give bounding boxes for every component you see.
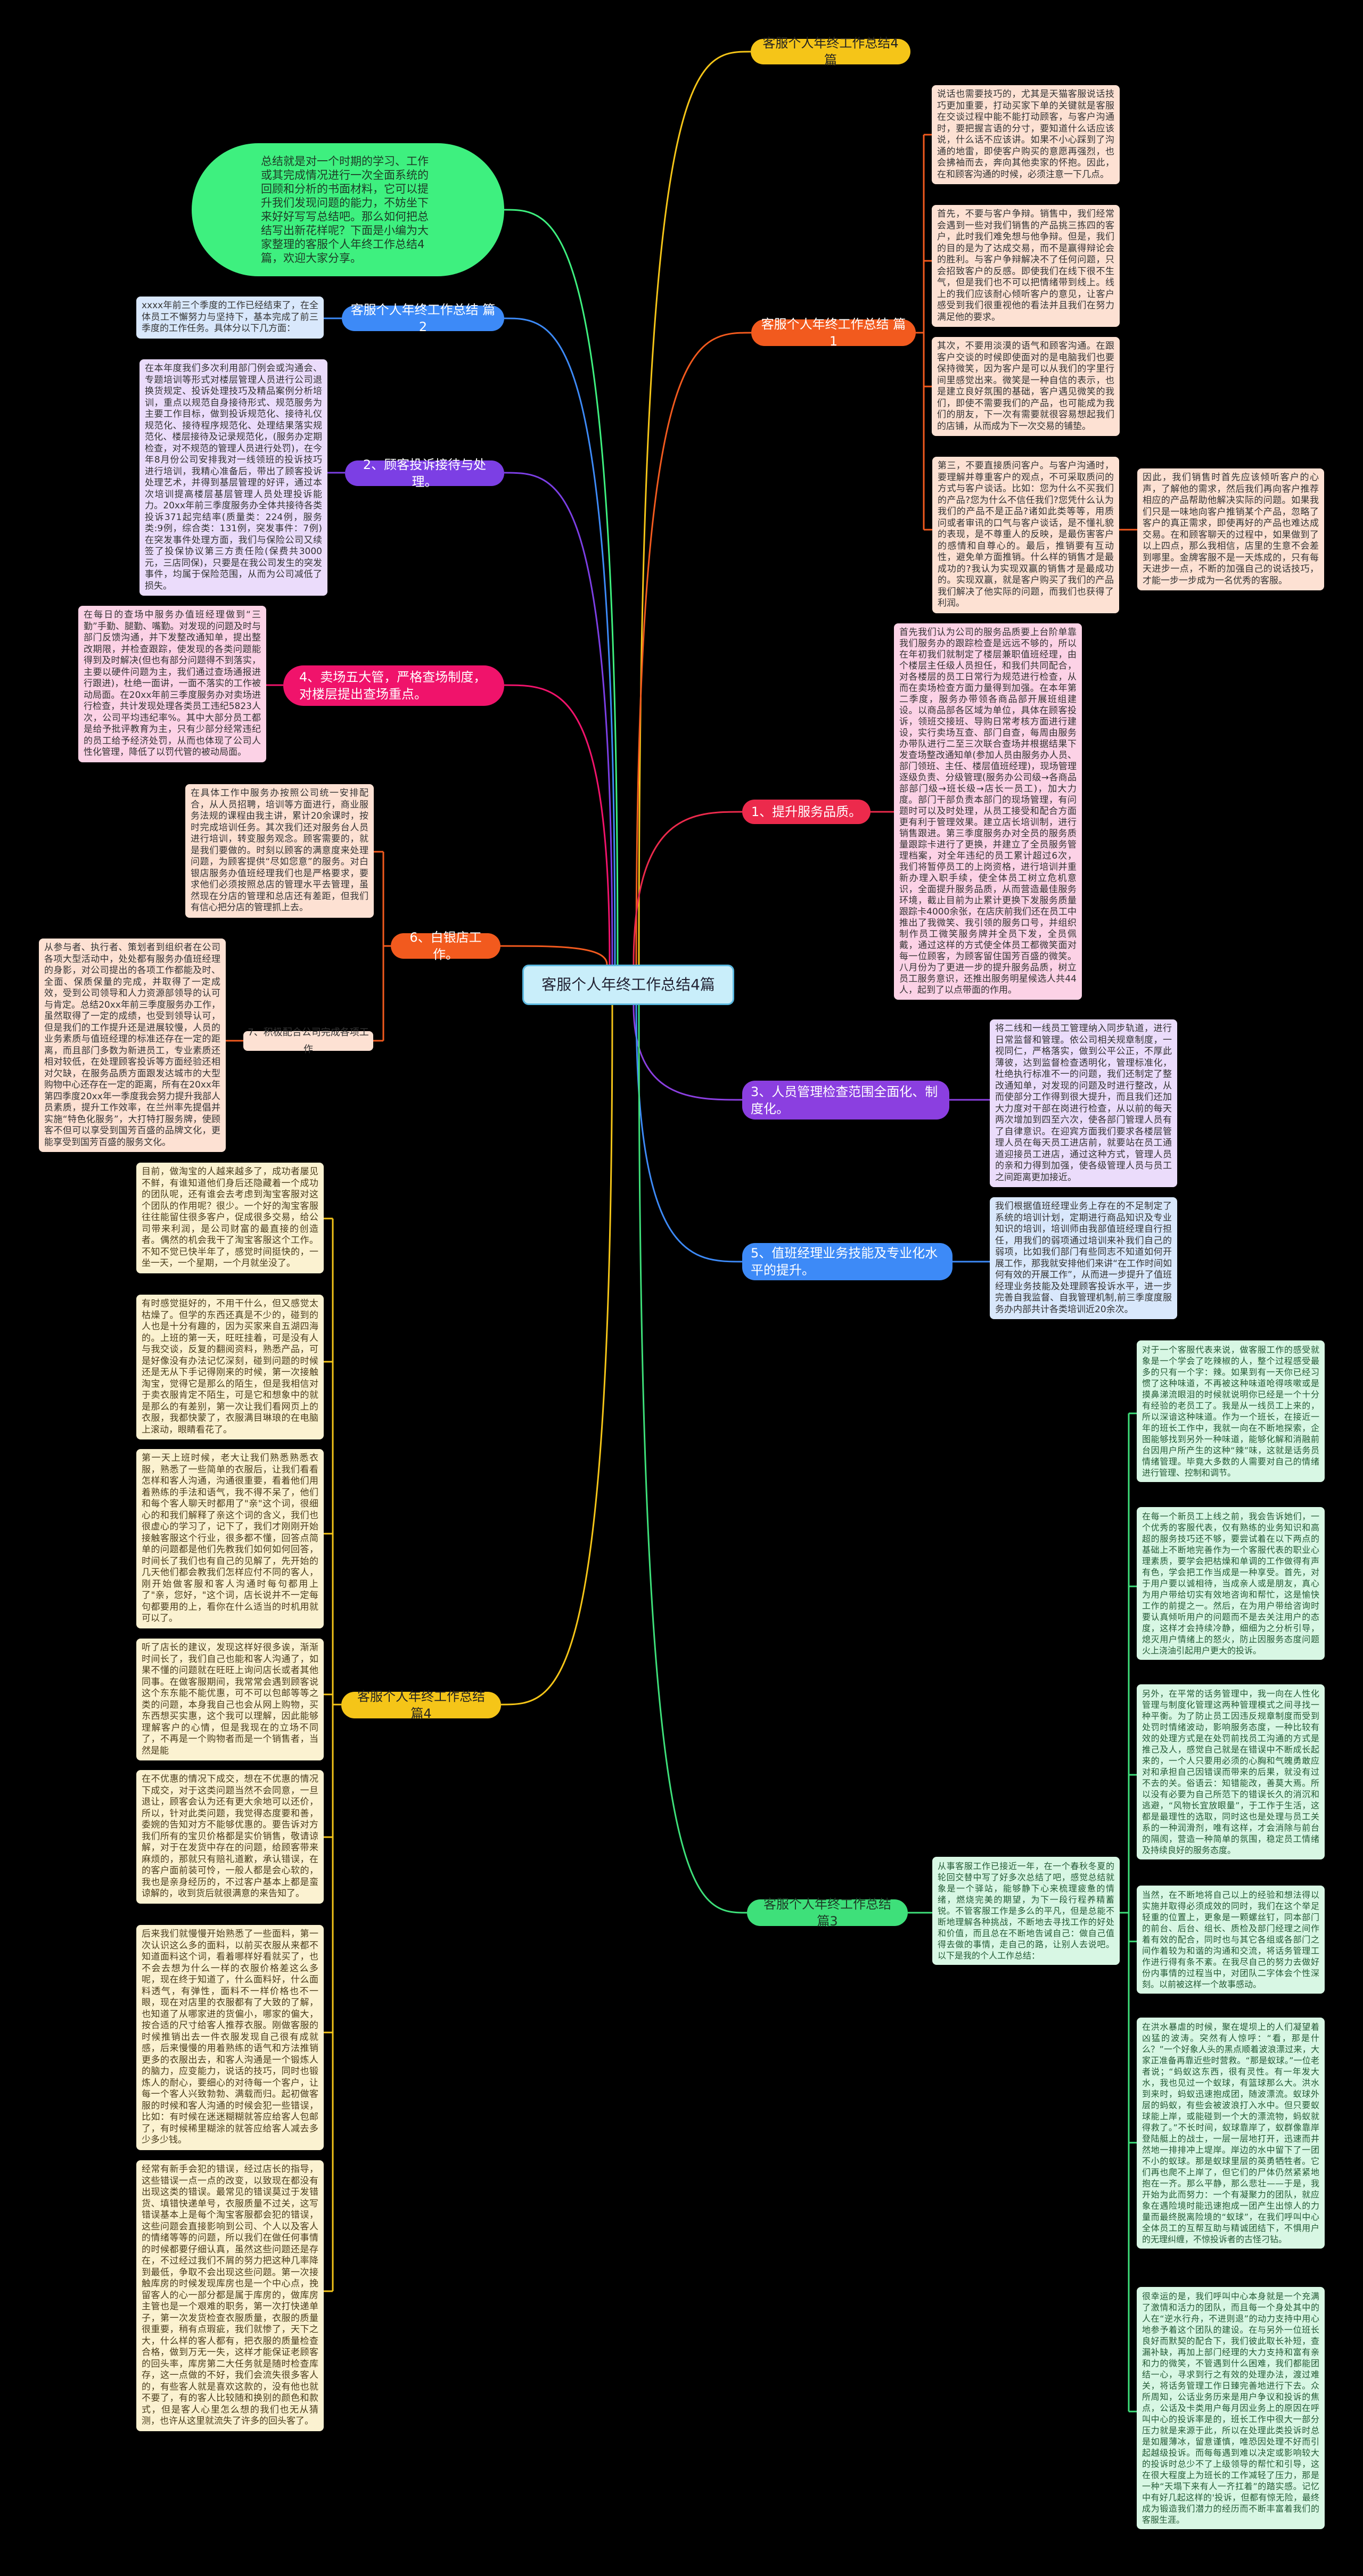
links-s6-children xyxy=(226,851,391,1042)
s6-text: 在具体工作中服务办按照公司统一安排配合，从人员招聘，培训等方面进行，商业服务法规… xyxy=(185,784,374,918)
link-root-s3 xyxy=(633,1005,743,1101)
intro-bubble[interactable]: 总结就是对一个时期的学习、工作或其完成情况进行一次全面系统的回顾和分析的书面材料… xyxy=(192,143,504,276)
link-root-s4 xyxy=(504,684,611,965)
branch-s7[interactable]: 7、积极配合公司完成各项工作 xyxy=(243,1027,373,1055)
links-p3-children xyxy=(908,1412,1137,2413)
p3-item-4: 当然，在不断地将自己以上的经验和想法得以实施并取得必须成效的同时，我们在这个举足… xyxy=(1137,1886,1325,1994)
links-p4-children xyxy=(324,1217,341,2292)
p4-item-1: 目前，做淘宝的人越来越多了，成功者屡见不鲜，有谁知道他们身后还隐藏着一个成功的团… xyxy=(136,1163,324,1273)
root-node[interactable]: 客服个人年终工作总结4篇 xyxy=(522,965,734,1005)
p1-item-3: 其次，不要用淡漠的语气和顾客沟通。在跟客户交谈的时候即使面对的是电脑我们也要保持… xyxy=(932,337,1120,436)
link-root-intro xyxy=(504,209,619,965)
branch-s1[interactable]: 1、提升服务品质。 xyxy=(742,800,871,824)
p1-item-5: 因此，我们销售时首先应该倾听客户的心声，了解他的需求，然后我们再向客户推荐相应的… xyxy=(1137,468,1324,590)
p4-item-5: 在不优惠的情况下成交，想在不优惠的情况下成交，对于这类问题当然不会同意，一旦退让… xyxy=(136,1770,324,1904)
branch-title-top[interactable]: 客服个人年终工作总结4篇 xyxy=(751,36,910,68)
p4-item-4: 听了店长的建议，发现这样好很多诶，渐渐时间长了，我们自己也能和客人沟通了，如果不… xyxy=(136,1639,324,1760)
p1-item-4: 第三，不要直接质问客户。与客户沟通时，要理解并尊重客户的观点，不可采取质问的方式… xyxy=(932,457,1119,613)
branch-s5[interactable]: 5、值班经理业务技能及专业化水平的提升。 xyxy=(742,1243,953,1280)
branch-p1[interactable]: 客服个人年终工作总结 篇1 xyxy=(751,317,916,349)
branch-s3[interactable]: 3、人员管理检查范围全面化、制度化。 xyxy=(742,1081,949,1120)
link-root-p4 xyxy=(500,1005,613,1706)
s5-text: 我们根据值班经理业务上存在的不足制定了系统的培训计划，定期进行商品知识及专业知识… xyxy=(990,1197,1177,1319)
s7-text: 从参与者、执行者、策划者到组织者在公司各项大型活动中，处处都有服务办值班经理的身… xyxy=(39,939,226,1152)
s1-text: 首先我们认为公司的服务品质要上台阶单靠我们服务办的跟踪检查是远远不够的，所以在年… xyxy=(894,623,1082,1000)
p4-item-6: 后来我们就慢慢开始熟悉了一些面料，第一次认识这么多的面料，以前买衣服从来都不知道… xyxy=(136,1925,324,2150)
branch-p3[interactable]: 客服个人年终工作总结 篇3 xyxy=(747,1897,908,1929)
s3-text: 将二线和一线员工管理纳入同步轨道，进行日常监督和管理。依公司相关规章制度，一视同… xyxy=(990,1019,1177,1187)
link-root-p1 xyxy=(635,332,752,965)
p1-item-2: 首先，不要与客户争辩。销售中，我们经常会遇到一些对我们销售的产品挑三拣四的客户，… xyxy=(932,205,1120,327)
link-root-s1 xyxy=(633,811,743,965)
branch-p2[interactable]: 客服个人年终工作总结 篇2 xyxy=(342,302,504,334)
link-root-p2 xyxy=(504,317,616,965)
branch-s2[interactable]: 2、顾客投诉接待与处理。 xyxy=(345,457,504,489)
p3-intro: 从事客服工作已接近一年，在一个春秋冬夏的轮回交替中写了好多次总结了吧，感觉总结就… xyxy=(932,1857,1120,1965)
link-root-p3 xyxy=(638,1005,748,1914)
p3-item-2: 在每一个新员工上线之前，我会告诉她们，一个优秀的客服代表，仅有熟练的业务知识和高… xyxy=(1137,1507,1325,1660)
link-root-s5 xyxy=(635,1005,743,1263)
branch-s4[interactable]: 4、卖场五大管，严格查场制度，对楼层提出查场重点。 xyxy=(283,665,504,706)
branch-s6[interactable]: 6、白银店工作。 xyxy=(391,930,500,962)
links-p1-children xyxy=(916,134,1137,531)
s4-text: 在每日的查场中服务办值班经理做到“三勤”手勤、腿勤、嘴勤。对发现的问题及时与部门… xyxy=(78,606,266,762)
p1-item-1: 说话也需要技巧的，尤其是天猫客服说话技巧更加重要，打动买家下单的关键就是客服在交… xyxy=(932,85,1120,184)
p3-item-3: 另外，在平常的话务管理中，我一向在人性化管理与制度化管理这两种管理模式之间寻找一… xyxy=(1137,1684,1325,1859)
s2-text: 在本年度我们多次利用部门例会或沟通会、专题培训等形式对楼层管理人员进行公司退换货… xyxy=(139,359,327,596)
link-root-s2 xyxy=(504,472,613,965)
link-root-s6 xyxy=(500,945,608,965)
p4-item-2: 有时感觉挺好的，不用干什么，但又感觉太枯燥了。但学的东西还真是不少的，碰到的人也… xyxy=(136,1295,324,1439)
p4-item-3: 第一天上班时候，老大让我们熟悉熟悉衣服，熟悉了一些简单的衣服后，让我们看看怎样和… xyxy=(136,1449,324,1628)
p3-item-6: 很幸运的是，我们呼叫中心本身就是一个充满了激情和活力的团队，而且每一个身处其中的… xyxy=(1137,2287,1325,2529)
p3-item-5: 在洪水暴虐的时候，聚在堤坝上的人们凝望着凶猛的波涛。突然有人惊呼：“看，那是什么… xyxy=(1137,2018,1325,2249)
p2-text: xxxx年前三个季度的工作已经结束了，在全体员工不懈努力与坚持下，基本完成了前三… xyxy=(136,297,324,339)
p4-item-7: 经常有新手会犯的错误，经过店长的指导，这些错误一点一点的改变，以致现在都没有出现… xyxy=(136,2160,324,2431)
p3-item-1: 对于一个客服代表来说，做客服工作的感受就象是一个学会了吃辣椒的人，整个过程感受最… xyxy=(1137,1340,1325,1482)
branch-p4[interactable]: 客服个人年终工作总结 篇4 xyxy=(341,1689,501,1721)
link-root-top xyxy=(638,51,751,965)
